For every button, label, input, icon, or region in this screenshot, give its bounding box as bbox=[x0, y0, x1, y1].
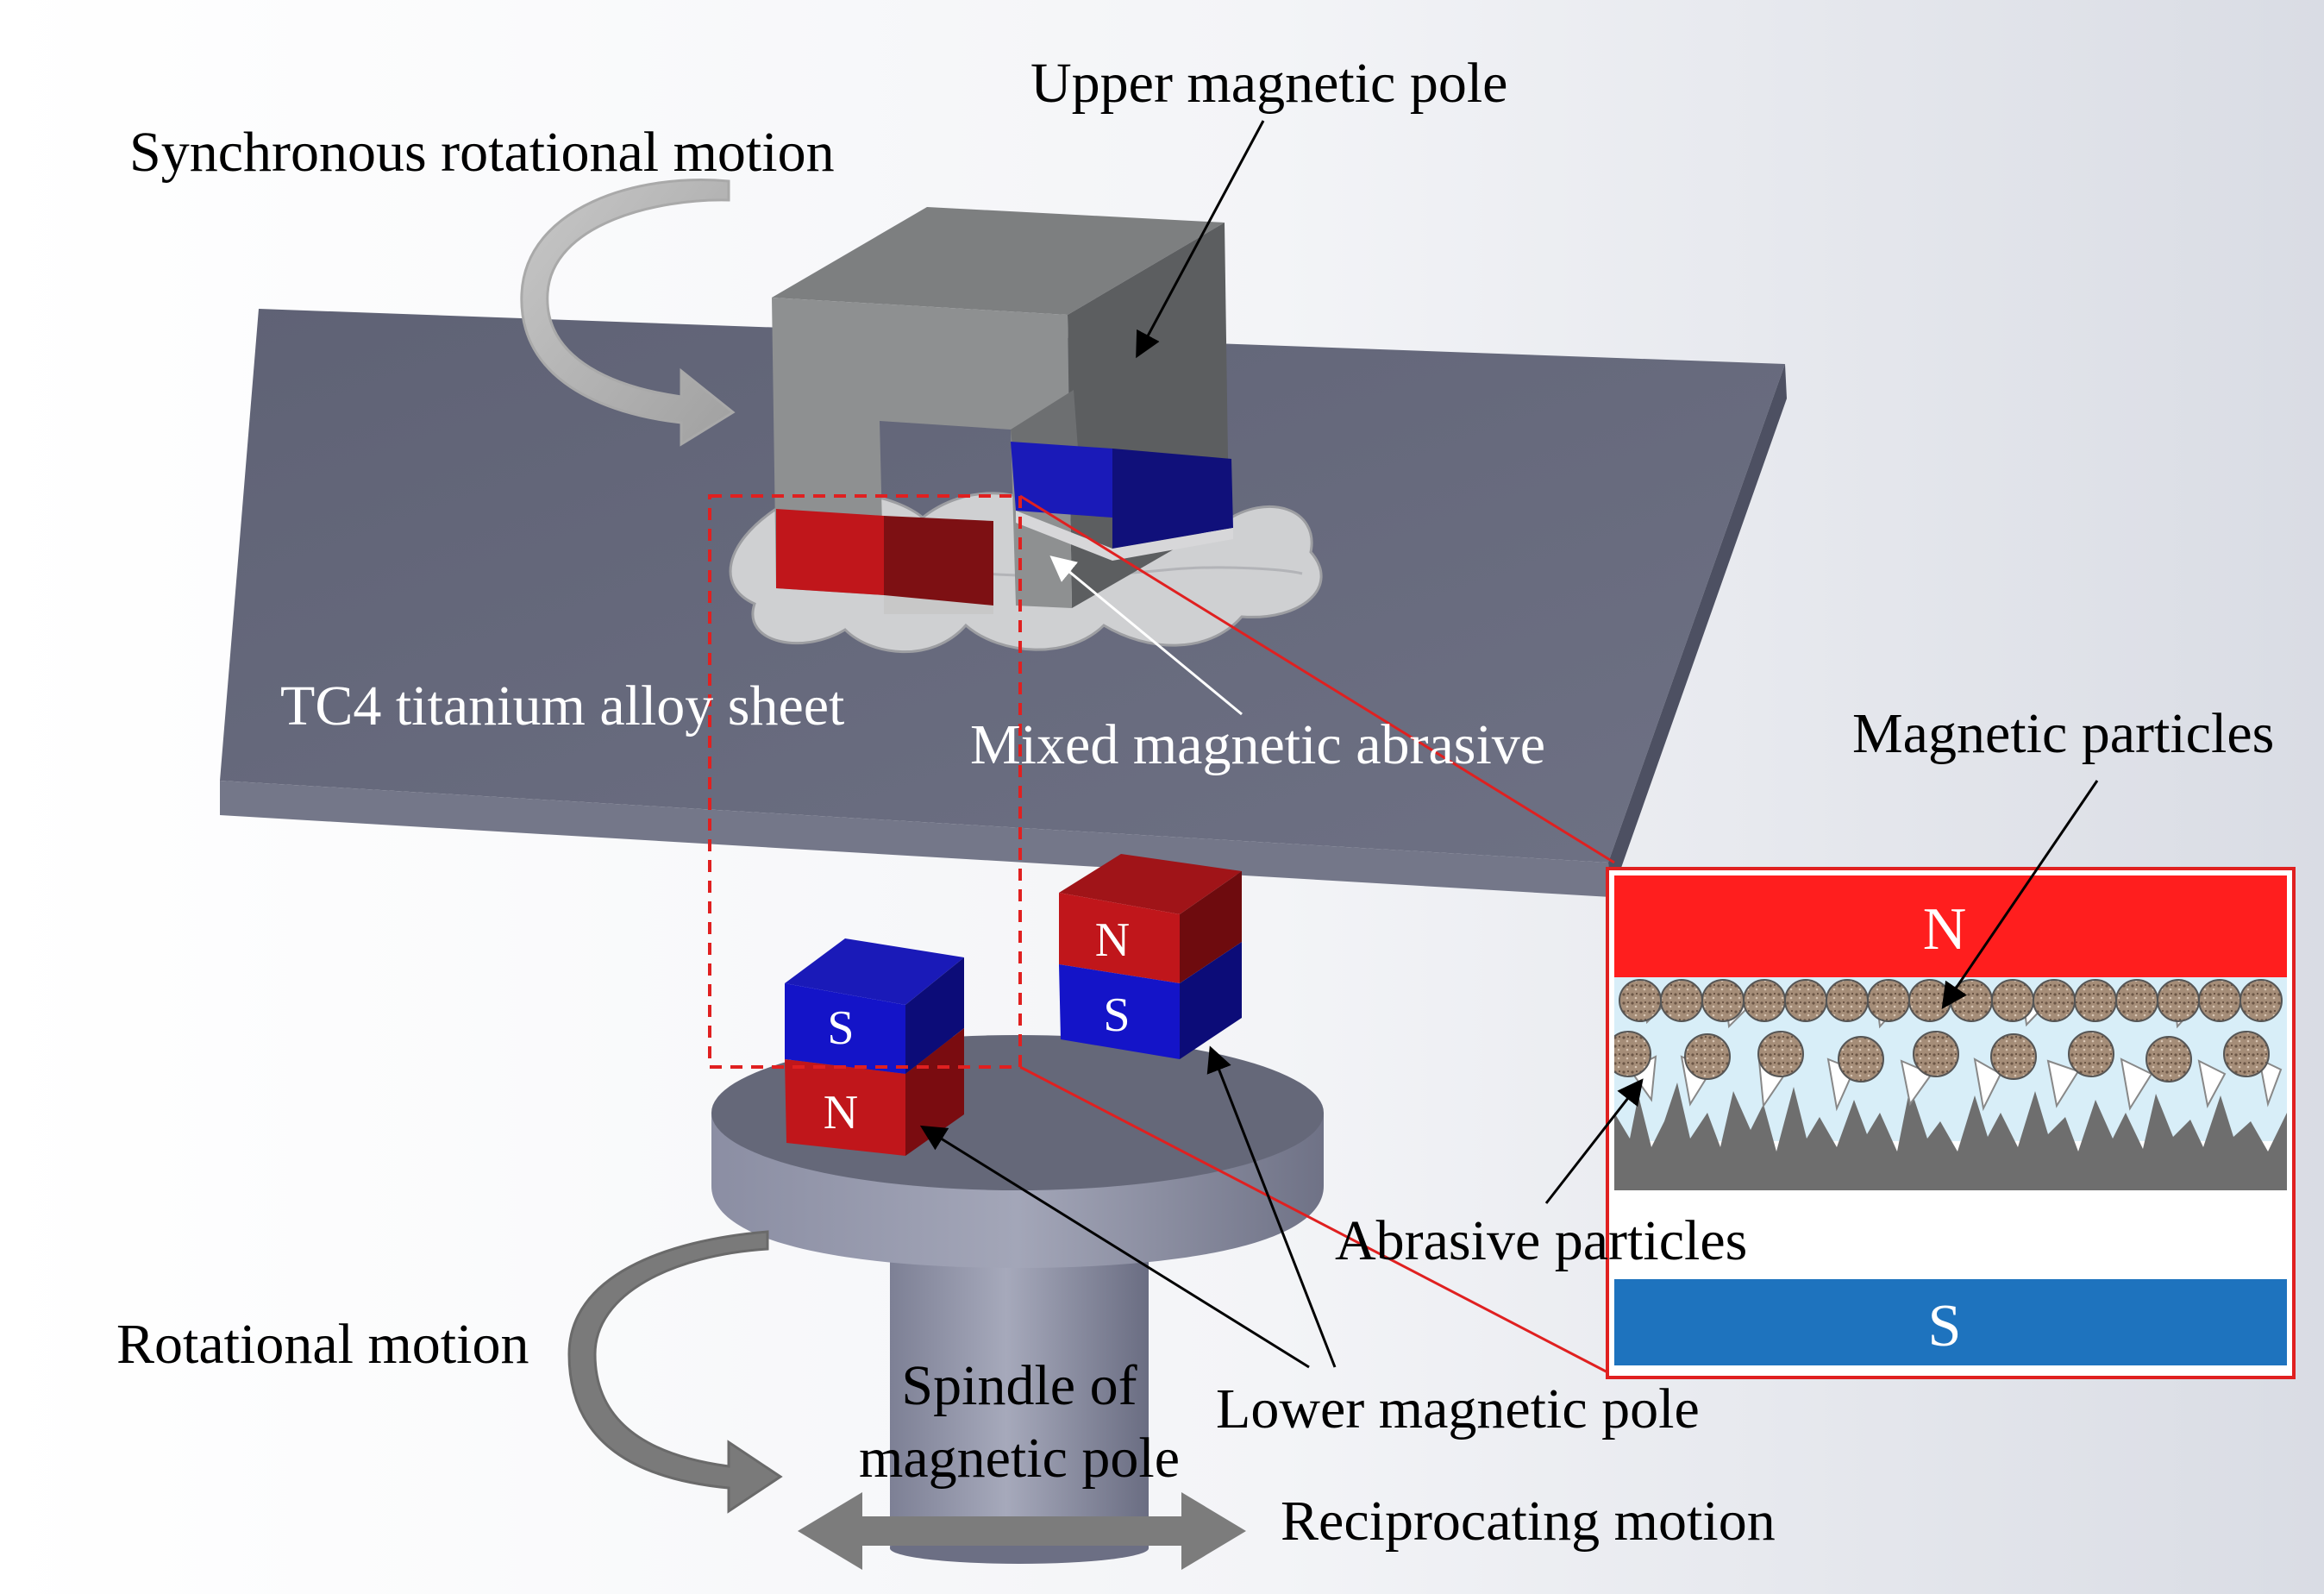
leader-lower-pole-right bbox=[1206, 1045, 1337, 1368]
inset-north-label: N bbox=[1923, 896, 1967, 963]
lower-pole-right bbox=[1059, 854, 1242, 1059]
upper-magnetic-pole bbox=[772, 207, 1233, 614]
pole-s-left: S bbox=[827, 1001, 854, 1055]
magnetic-particle-row-top bbox=[1619, 979, 2283, 1022]
label-mixed-abrasive: Mixed magnetic abrasive bbox=[970, 713, 1545, 776]
label-magnetic-particles: Magnetic particles bbox=[1852, 702, 2274, 765]
rotation-arrow bbox=[567, 1230, 783, 1514]
lower-pole-left bbox=[785, 938, 964, 1156]
magnetic-particle-row-bottom bbox=[1614, 1031, 2270, 1083]
leader-abrasive-particles bbox=[1544, 1078, 1644, 1204]
leader-lower-pole-left bbox=[919, 1125, 1310, 1369]
callout-line-top bbox=[1019, 494, 1615, 864]
callout-line-bottom bbox=[1019, 1065, 1615, 1377]
pole-n-left: N bbox=[824, 1086, 858, 1139]
inset-south-bar bbox=[1614, 1279, 2287, 1365]
pole-s-right: S bbox=[1103, 988, 1130, 1042]
inset-north-bar bbox=[1614, 875, 2287, 977]
label-spindle-line2: magnetic pole bbox=[859, 1427, 1180, 1490]
label-spindle-line1: Spindle of bbox=[901, 1354, 1137, 1417]
inset-south-label: S bbox=[1928, 1293, 1962, 1359]
label-abrasive-particles: Abrasive particles bbox=[1335, 1209, 1747, 1272]
pole-n-right: N bbox=[1095, 913, 1130, 967]
leader-mixed-abrasive bbox=[1049, 555, 1243, 716]
callout-region-box bbox=[708, 494, 1022, 1069]
leader-magnetic-particles bbox=[1941, 780, 2099, 1009]
label-upper-pole: Upper magnetic pole bbox=[1030, 52, 1507, 115]
label-sheet: TC4 titanium alloy sheet bbox=[280, 675, 844, 737]
label-rotational-motion: Rotational motion bbox=[116, 1313, 529, 1376]
reciprocating-arrow bbox=[798, 1492, 1246, 1570]
label-sync-motion: Synchronous rotational motion bbox=[129, 121, 835, 184]
synchronous-rotation-arrow bbox=[520, 179, 736, 447]
inset-panel bbox=[1606, 867, 2296, 1379]
label-reciprocating: Reciprocating motion bbox=[1281, 1490, 1776, 1553]
label-lower-pole: Lower magnetic pole bbox=[1216, 1377, 1700, 1440]
leader-upper-pole bbox=[1136, 120, 1265, 359]
